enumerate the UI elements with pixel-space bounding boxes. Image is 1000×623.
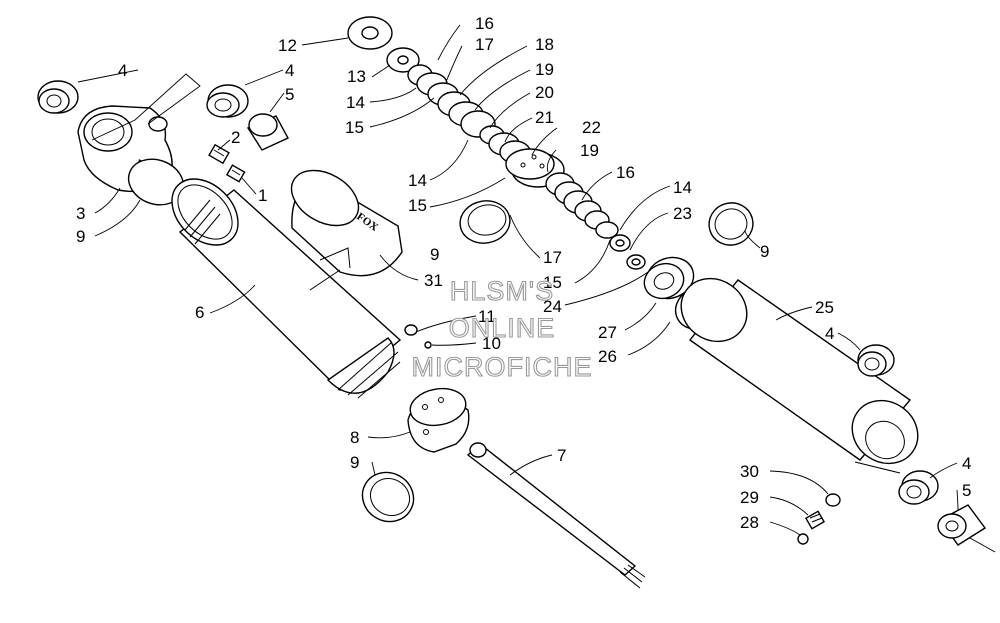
- callout-14: 14: [346, 93, 365, 112]
- part-6-main-body[interactable]: [159, 166, 402, 399]
- part-10-ball[interactable]: [424, 341, 432, 349]
- part-4-bushing-mid[interactable]: [206, 84, 249, 118]
- callout-5: 5: [285, 85, 294, 104]
- callout-14: 14: [673, 178, 692, 197]
- part-11-oring[interactable]: [404, 324, 418, 336]
- watermark-line-3: MICROFICHE: [412, 352, 593, 382]
- part-4-bushing-right-lower[interactable]: [898, 470, 939, 505]
- callout-20: 20: [535, 83, 554, 102]
- callout-1: 1: [258, 186, 267, 205]
- part-31-cap[interactable]: FOX: [282, 159, 403, 291]
- callout-24: 24: [543, 297, 562, 316]
- callout-17: 17: [543, 248, 562, 267]
- watermark-line-1: HLSM'S: [450, 276, 554, 306]
- callout-29: 29: [740, 488, 759, 507]
- callout-19: 19: [535, 60, 554, 79]
- callout-13: 13: [347, 67, 366, 86]
- part-4-bushing-left[interactable]: [37, 80, 79, 114]
- callout-16: 16: [475, 14, 494, 33]
- part-9-seal-upper-right[interactable]: [704, 198, 757, 250]
- callout-27: 27: [598, 323, 617, 342]
- part-8-bearing-cap[interactable]: [407, 384, 470, 453]
- callout-30: 30: [740, 462, 759, 481]
- watermark-line-2: ONLINE: [449, 313, 556, 343]
- callout-4: 4: [962, 454, 971, 473]
- part-5-sleeve-left[interactable]: [246, 113, 289, 151]
- callout-19: 19: [580, 141, 599, 160]
- callout-18: 18: [535, 35, 554, 54]
- callout-9: 9: [350, 453, 359, 472]
- part-9-seal-center[interactable]: [457, 197, 514, 247]
- part-29-screw[interactable]: [804, 510, 826, 530]
- callout-6: 6: [195, 303, 204, 322]
- shim-stack-upper[interactable]: [386, 47, 531, 164]
- part-12-washer[interactable]: [347, 16, 393, 50]
- callout-26: 26: [598, 347, 617, 366]
- callout-28: 28: [740, 513, 759, 532]
- part-28-ball[interactable]: [797, 533, 809, 545]
- callout-2: 2: [231, 128, 240, 147]
- callout-4: 4: [825, 324, 834, 343]
- callout-15: 15: [408, 196, 427, 215]
- callout-17: 17: [475, 35, 494, 54]
- callout-8: 8: [350, 428, 359, 447]
- part-4-bushing-right-upper[interactable]: [857, 344, 895, 377]
- callout-15: 15: [543, 273, 562, 292]
- callout-25: 25: [815, 298, 834, 317]
- callout-31: 31: [424, 271, 443, 290]
- callout-labels: 12 16 17 18 13 19 14 20 15 21 22 19 14 1…: [76, 14, 971, 532]
- callout-12: 12: [278, 36, 297, 55]
- callout-7: 7: [557, 446, 566, 465]
- part-9-seal-lower[interactable]: [353, 463, 422, 531]
- callout-9: 9: [76, 227, 85, 246]
- leader-lines: [77, 24, 959, 536]
- callout-22: 22: [582, 118, 601, 137]
- callout-16: 16: [616, 163, 635, 182]
- callout-10: 10: [482, 334, 501, 353]
- part-30-ball[interactable]: [825, 493, 841, 507]
- part-5-sleeve-right[interactable]: [937, 504, 996, 553]
- part-7-shaft[interactable]: [466, 442, 646, 589]
- callout-9: 9: [430, 245, 439, 264]
- shim-stack-lower[interactable]: [545, 172, 646, 270]
- callout-23: 23: [673, 204, 692, 223]
- part-24-piston[interactable]: [639, 251, 699, 305]
- part-2-fitting[interactable]: [208, 143, 230, 165]
- callout-3: 3: [76, 204, 85, 223]
- callout-5: 5: [962, 481, 971, 500]
- callout-15: 15: [345, 118, 364, 137]
- callout-4: 4: [118, 61, 127, 80]
- callout-14: 14: [408, 171, 427, 190]
- part-1-fitting[interactable]: [225, 164, 246, 183]
- part-25-reservoir-body[interactable]: [669, 266, 930, 476]
- watermark: HLSM'S ONLINE MICROFICHE: [411, 275, 593, 382]
- callout-11: 11: [478, 307, 496, 326]
- callout-21: 21: [535, 108, 554, 127]
- callout-9: 9: [760, 242, 769, 261]
- callout-4: 4: [285, 61, 294, 80]
